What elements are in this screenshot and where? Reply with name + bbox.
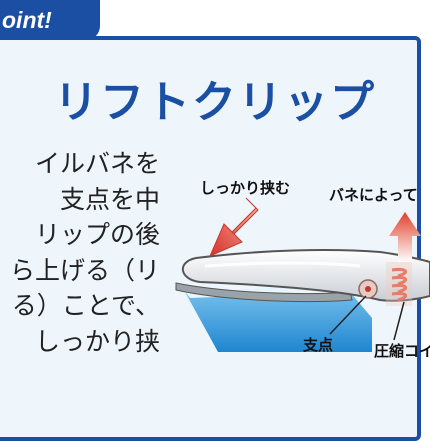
lift-arrow-icon xyxy=(389,212,421,262)
fulcrum-leader-line xyxy=(329,295,367,335)
page-title: リフトクリップ xyxy=(54,77,376,128)
description-line: イルバネを xyxy=(34,149,160,178)
spring-label: バネによって xyxy=(329,186,418,204)
description-line: る）ことで、 xyxy=(11,291,160,320)
coil-leader-line xyxy=(393,301,405,341)
press-arrow-icon xyxy=(209,197,259,257)
clip-illustration xyxy=(175,197,430,352)
fulcrum-pivot xyxy=(358,279,378,299)
fulcrum-label: 支点 xyxy=(303,336,334,354)
coil-label: 圧縮コイ xyxy=(374,342,430,360)
clip-lower-arm xyxy=(175,282,353,303)
point-label: oint! xyxy=(2,7,52,33)
description-text: イルバネを 支点を中 リップの後 ら上げる（リ る）ことで、 しっかり挟 xyxy=(0,146,160,359)
description-line: リップの後 xyxy=(34,220,160,249)
point-tab: oint! xyxy=(0,0,100,40)
content-frame xyxy=(0,36,421,441)
description-line: しっかり挟 xyxy=(34,326,160,356)
description-line: 支点を中 xyxy=(59,184,160,214)
coil-spring xyxy=(391,268,408,302)
grip-label: しっかり挟む xyxy=(200,179,291,197)
spring-glow xyxy=(386,262,412,306)
description-line: ら上げる（リ xyxy=(9,255,160,285)
